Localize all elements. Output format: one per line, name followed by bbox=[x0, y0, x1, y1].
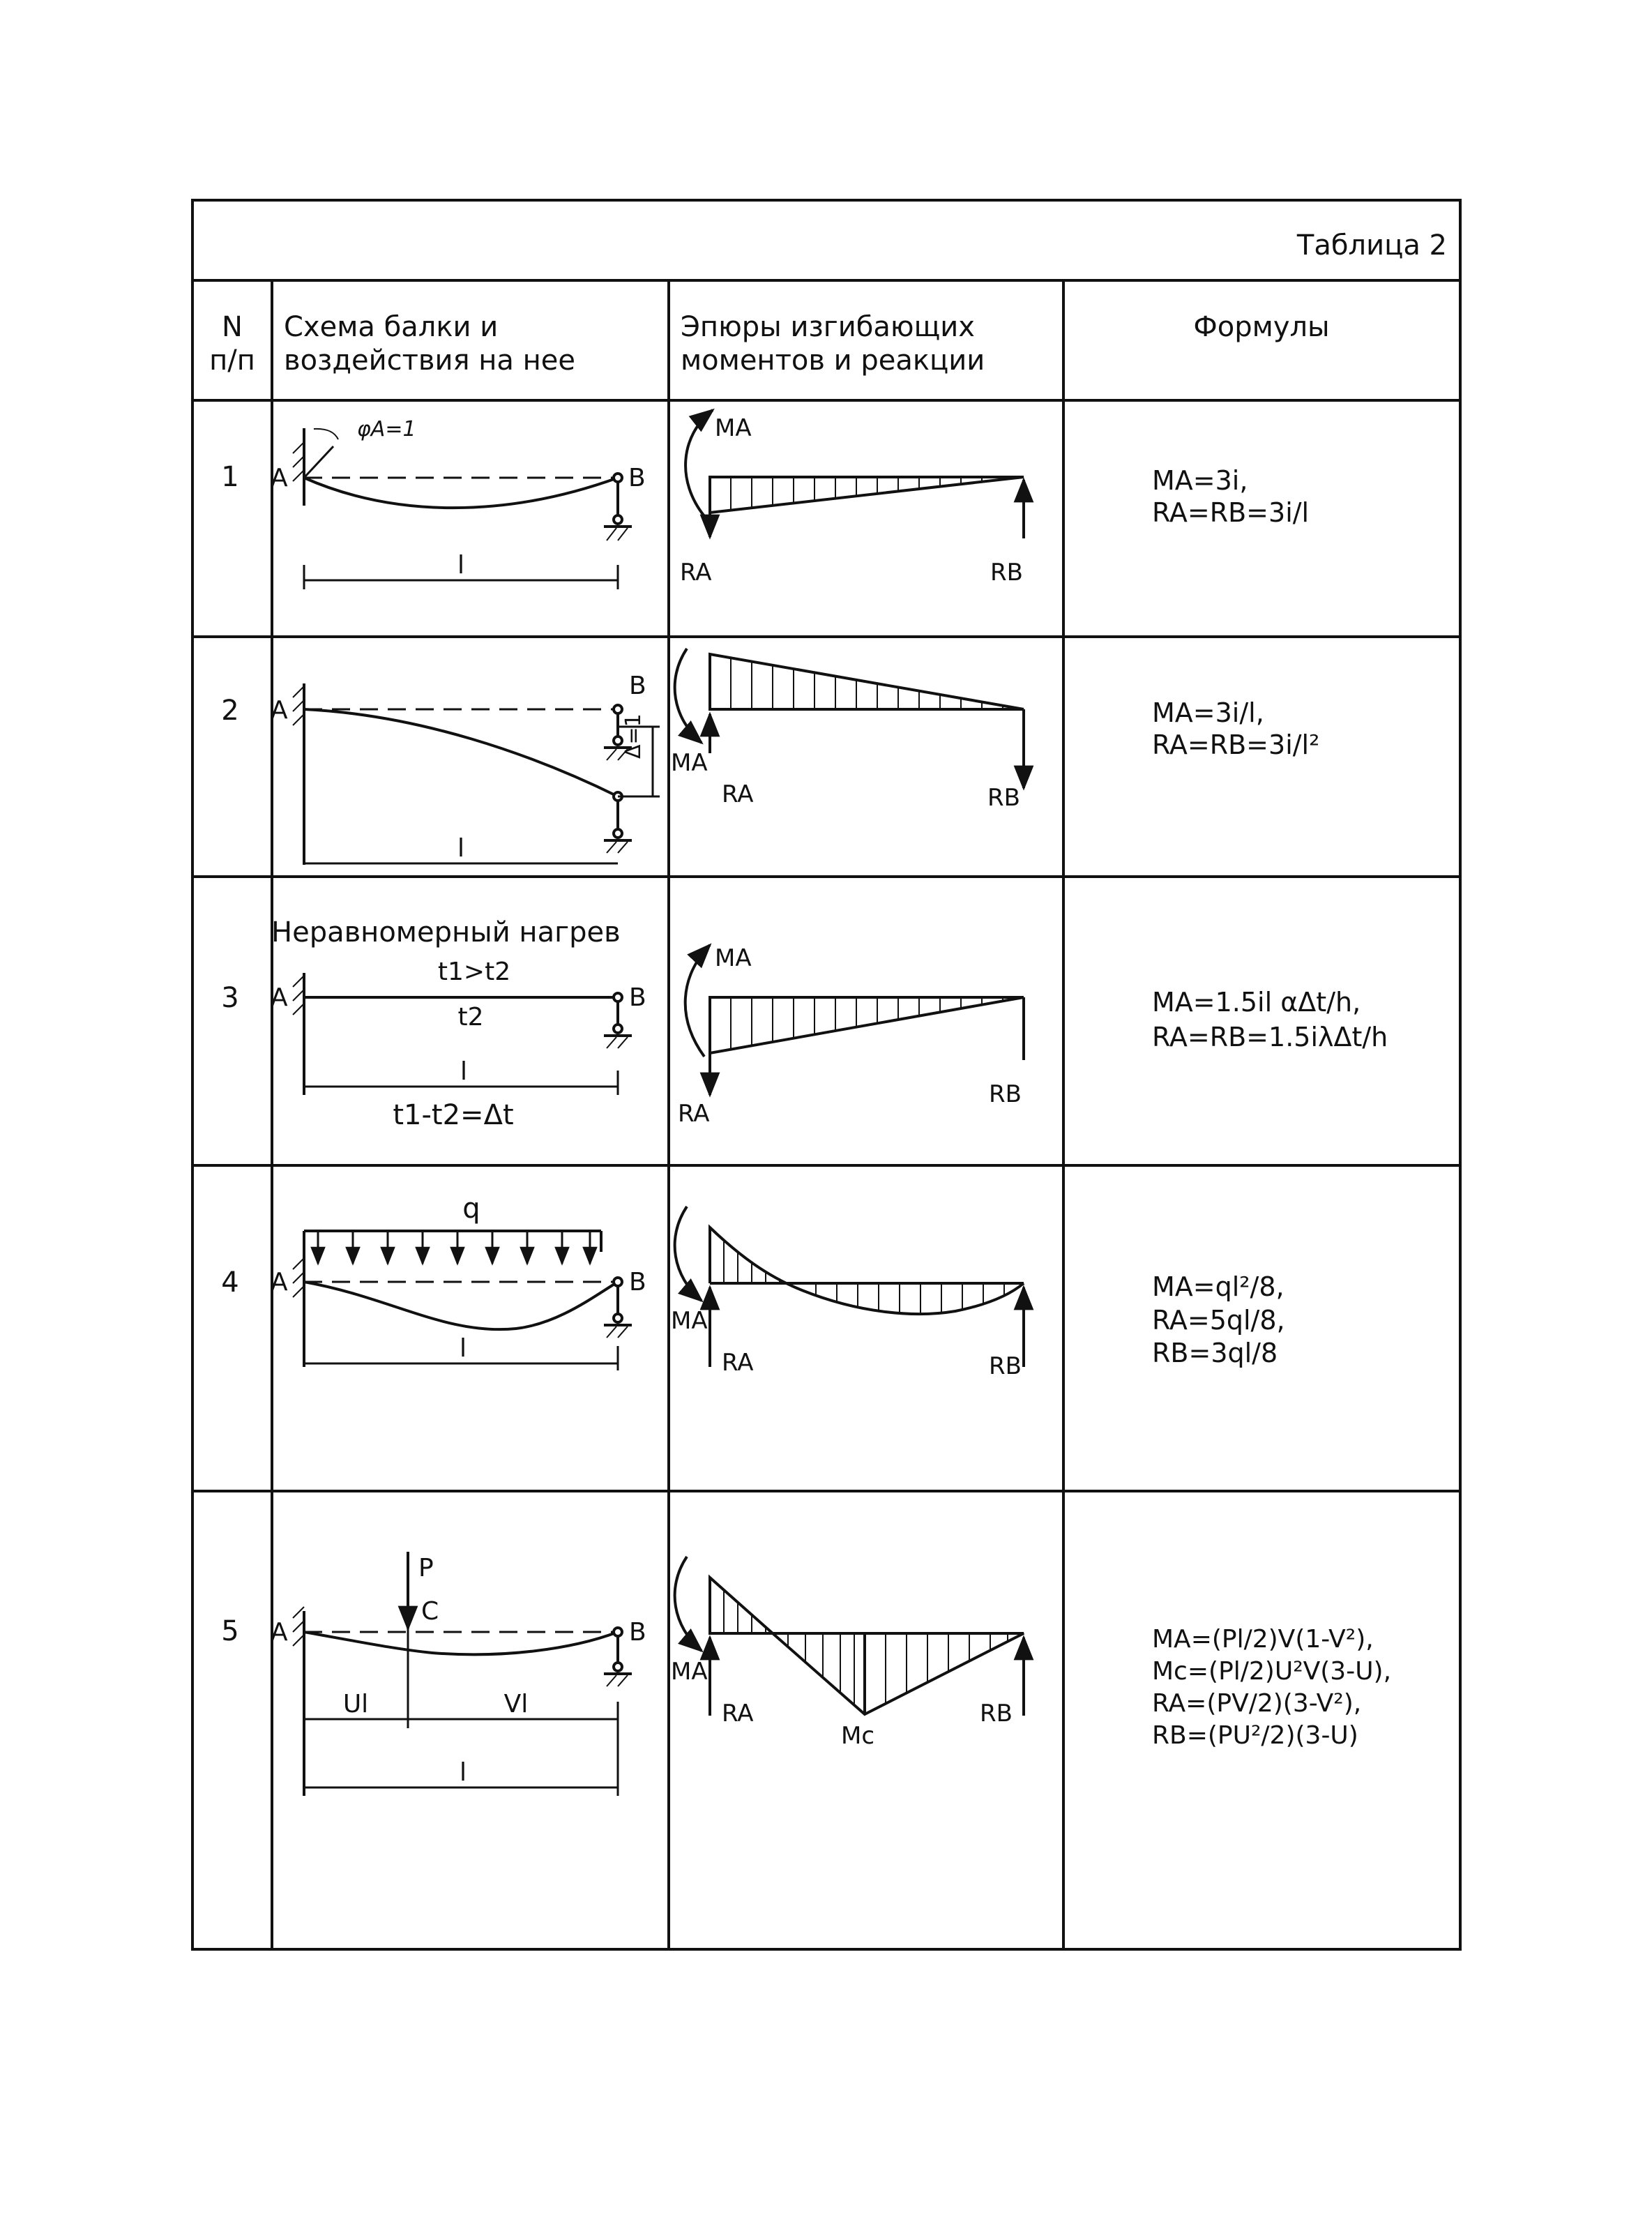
row-5-ra-label: RA bbox=[722, 1700, 754, 1728]
row-3-title: Неравномерный нагрев bbox=[271, 916, 621, 948]
row-5-formula: MA=(Pl/2)V(1-V²), bbox=[1152, 1625, 1374, 1654]
row-5-formula: Mc=(Pl/2)U²V(3-U), bbox=[1152, 1657, 1391, 1686]
row-5-point-c: C bbox=[421, 1597, 439, 1626]
row-4-num: 4 bbox=[221, 1267, 238, 1299]
row-3-label-b: B bbox=[629, 983, 646, 1012]
row-1-formula: MA=3i, bbox=[1152, 465, 1248, 496]
row-2-formula: RA=RB=3i/l² bbox=[1152, 729, 1319, 760]
row-4-load-label: q bbox=[462, 1193, 480, 1225]
row-5-rb-label: RB bbox=[980, 1700, 1013, 1728]
row-4-span-label: l bbox=[460, 1334, 467, 1363]
row-2-moment-label: MA bbox=[671, 749, 708, 777]
row-2-formula: MA=3i/l, bbox=[1152, 697, 1264, 728]
row-1-rb-label: RB bbox=[990, 559, 1023, 587]
row-2-rb-label: RB bbox=[987, 784, 1020, 812]
row-4-epure: MA RA RB bbox=[671, 1205, 1034, 1380]
row-4-formula: RA=5ql/8, bbox=[1152, 1305, 1285, 1336]
row-3-formula: MA=1.5il αΔt/h, bbox=[1152, 987, 1361, 1018]
row-2-ra-label: RA bbox=[722, 780, 754, 808]
table-grid bbox=[191, 199, 1462, 1951]
row-4-moment-label: MA bbox=[671, 1307, 708, 1335]
row-2-span-label: l bbox=[457, 834, 464, 863]
row-5-label-a: A bbox=[271, 1618, 288, 1647]
row-3-formulas: MA=1.5il αΔt/h, RA=RB=1.5iλΔt/h bbox=[1152, 987, 1388, 1052]
row-3-rb-label: RB bbox=[989, 1080, 1022, 1108]
header-num-line1: N bbox=[222, 311, 243, 343]
row-2-scheme: A B Δ=1 l bbox=[271, 672, 660, 865]
row-2-delta-label: Δ=1 bbox=[621, 713, 646, 759]
row-4-label-a: A bbox=[271, 1268, 288, 1297]
row-4-label-b: B bbox=[629, 1268, 646, 1297]
row-2-label-a: A bbox=[271, 696, 288, 725]
row-1-ra-label: RA bbox=[680, 559, 712, 587]
row-5-scheme: P C A B Ul Vl l bbox=[271, 1552, 646, 1796]
row-1-span-label: l bbox=[457, 551, 464, 580]
row-5-num: 5 bbox=[221, 1615, 238, 1647]
row-1-label-b: B bbox=[628, 464, 646, 492]
row-5-formulas: MA=(Pl/2)V(1-V²), Mc=(Pl/2)U²V(3-U), RA=… bbox=[1152, 1625, 1391, 1750]
row-2-label-b: B bbox=[629, 672, 646, 700]
row-5-seg-u: Ul bbox=[343, 1690, 368, 1718]
table-label: Таблица 2 bbox=[1296, 229, 1447, 262]
header-epure-line1: Эпюры изгибающих bbox=[681, 311, 975, 343]
row-3-scheme: Неравномерный нагрев A B t1>t2 t2 l t1-t… bbox=[271, 916, 646, 1131]
row-1-angle-label: φA=1 bbox=[357, 417, 416, 441]
row-3-t-relation: t1>t2 bbox=[438, 958, 510, 986]
row-4-formula: RB=3ql/8 bbox=[1152, 1338, 1278, 1368]
row-1-scheme: A B φA=1 l bbox=[271, 417, 646, 589]
row-5-mc-label: Mc bbox=[841, 1722, 874, 1750]
header-formulas: Формулы bbox=[1193, 311, 1329, 343]
row-1-epure: MA RA RB bbox=[680, 408, 1034, 587]
row-5-formula: RA=(PV/2)(3-V²), bbox=[1152, 1689, 1361, 1718]
row-3-t-bottom: t2 bbox=[457, 1003, 483, 1031]
header-scheme-line1: Схема балки и bbox=[284, 311, 498, 343]
row-4-scheme: q A B bbox=[271, 1193, 646, 1370]
row-1-num: 1 bbox=[221, 461, 238, 493]
row-2-num: 2 bbox=[221, 695, 238, 727]
row-3-moment-label: MA bbox=[715, 944, 752, 972]
header-scheme-line2: воздействия на нее bbox=[284, 345, 575, 377]
row-5-moment-label: MA bbox=[671, 1658, 708, 1686]
header-num-line2: п/п bbox=[209, 345, 255, 377]
row-5-seg-v: Vl bbox=[504, 1690, 529, 1718]
row-5-force-label: P bbox=[418, 1554, 434, 1582]
row-3-span-label: l bbox=[460, 1057, 467, 1086]
row-2-epure: MA RA RB bbox=[671, 647, 1034, 812]
row-4-formulas: MA=ql²/8, RA=5ql/8, RB=3ql/8 bbox=[1152, 1271, 1285, 1368]
row-1-formula: RA=RB=3i/l bbox=[1152, 497, 1309, 528]
row-4-ra-label: RA bbox=[722, 1349, 754, 1377]
row-5-epure: MA RA Mc RB bbox=[671, 1555, 1034, 1750]
row-1-moment-label: MA bbox=[715, 414, 752, 442]
row-3-label-a: A bbox=[271, 983, 288, 1012]
row-3-formula: RA=RB=1.5iλΔt/h bbox=[1152, 1022, 1388, 1052]
row-4-formula: MA=ql²/8, bbox=[1152, 1271, 1285, 1302]
row-1-label-a: A bbox=[271, 464, 288, 492]
row-4-rb-label: RB bbox=[989, 1352, 1022, 1380]
row-5-span-label: l bbox=[460, 1758, 467, 1787]
header-epure-line2: моментов и реакции bbox=[681, 345, 985, 377]
row-1-formulas: MA=3i, RA=RB=3i/l bbox=[1152, 465, 1309, 528]
row-3-epure: MA RA RB bbox=[678, 943, 1025, 1128]
row-3-ra-label: RA bbox=[678, 1100, 710, 1128]
row-2-formulas: MA=3i/l, RA=RB=3i/l² bbox=[1152, 697, 1319, 760]
row-5-label-b: B bbox=[629, 1618, 646, 1647]
row-5-formula: RB=(PU²/2)(3-U) bbox=[1152, 1721, 1358, 1750]
row-3-num: 3 bbox=[221, 982, 238, 1014]
row-3-difference: t1-t2=Δt bbox=[393, 1099, 513, 1131]
